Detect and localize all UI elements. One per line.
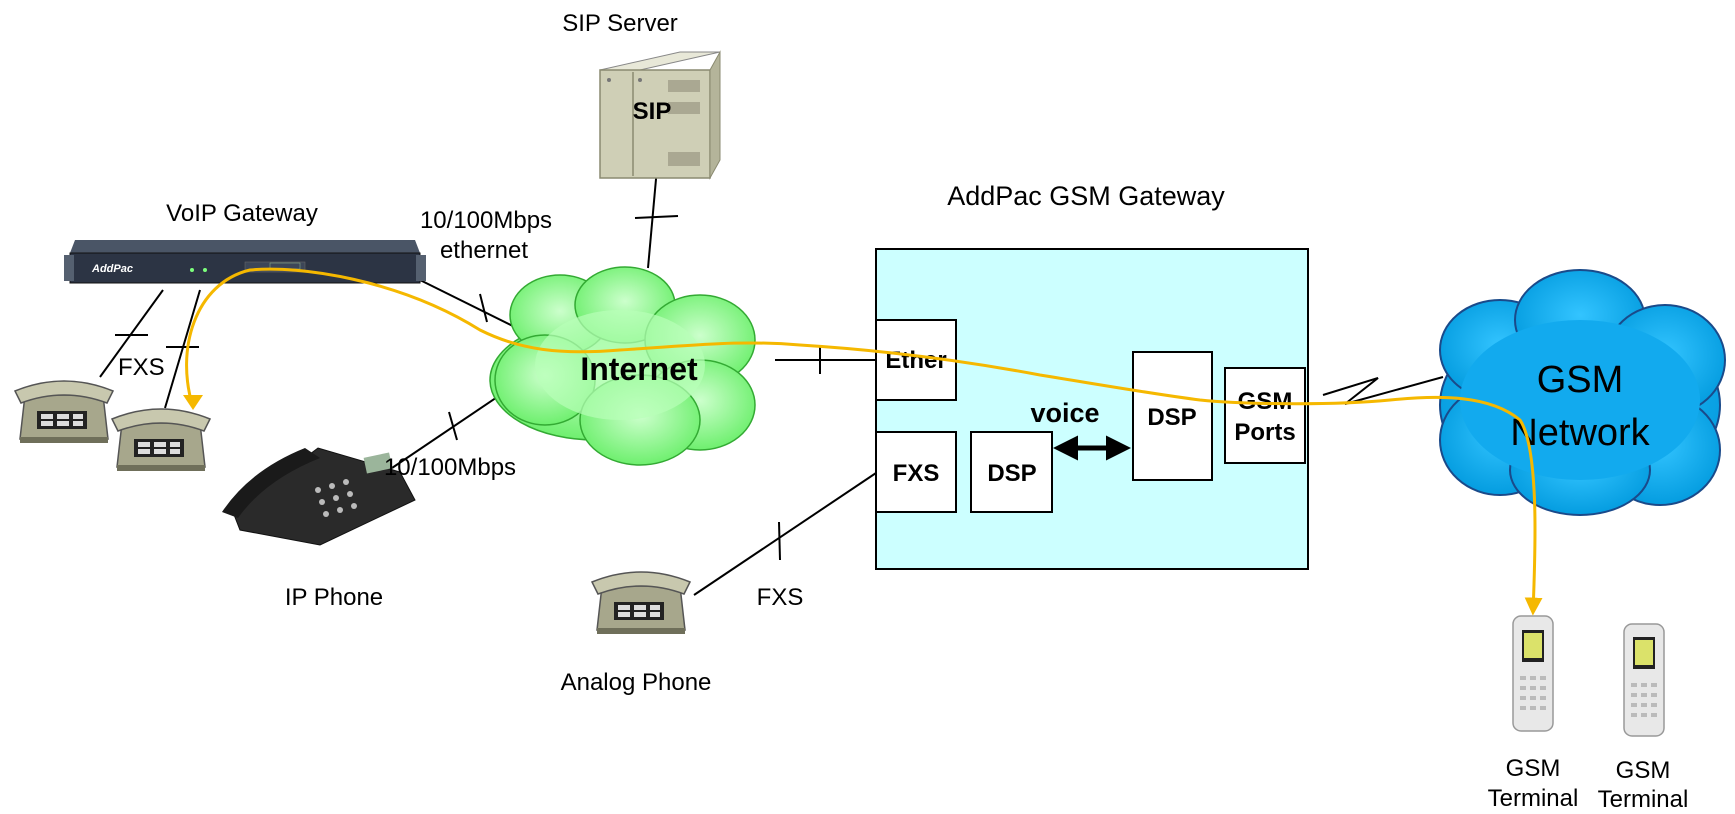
gateway-brand-logo: AddPac [91, 263, 133, 275]
ip-link-speed-label: 10/100Mbps [384, 454, 516, 481]
call-path [185, 267, 1543, 616]
fxs-left-label: FXS [118, 354, 165, 381]
gsm-terminal-2-line1: GSM [1616, 757, 1671, 784]
fxs-port-box [875, 431, 957, 513]
dsp-main-label: DSP [1147, 404, 1196, 431]
ethernet-label: ethernet [440, 237, 528, 264]
ethernet-speed-label: 10/100Mbps [420, 207, 552, 234]
call-path-start-arrowhead [183, 395, 203, 410]
gsm-terminal-2-icon [1623, 623, 1665, 737]
internet-label: Internet [580, 351, 698, 387]
gsm-radio-link [1322, 376, 1444, 405]
gsm-network-line2: Network [1510, 412, 1650, 454]
gsm-network-line1: GSM [1537, 359, 1624, 401]
gsm-network-cloud [1439, 269, 1726, 516]
analog-phone-2-icon [110, 408, 212, 471]
gsm-terminal-1-icon [1512, 615, 1554, 732]
analog-phone-label: Analog Phone [561, 669, 712, 696]
ip-phone-label: IP Phone [285, 584, 383, 611]
ether-label: Ether [885, 347, 946, 374]
voice-label: voice [1030, 398, 1099, 428]
gsm-ports-line2: Ports [1234, 419, 1295, 446]
ip-phone-icon [222, 447, 416, 546]
sip-server [599, 50, 721, 180]
gsm-ports-box [1224, 367, 1306, 464]
voip-gateway-label: VoIP Gateway [166, 200, 318, 227]
fxs-port-label: FXS [893, 460, 940, 487]
gsm-terminal-1-line1: GSM [1506, 755, 1561, 782]
voip-gateway-device: AddPac [64, 240, 426, 284]
analog-phone-bottom-icon [590, 571, 692, 634]
dsp-fxs-box [970, 431, 1053, 513]
analog-phone-1-icon [13, 380, 115, 443]
gsm-terminal-1-line2: Terminal [1488, 785, 1579, 812]
dsp-main-box [1132, 351, 1213, 481]
fxs-analog-label: FXS [757, 584, 804, 611]
sip-label: SIP [633, 98, 672, 125]
dsp-fxs-label: DSP [987, 460, 1036, 487]
sip-server-label: SIP Server [562, 10, 678, 37]
connection-lines [99, 167, 1225, 596]
gsm-gateway-title: AddPac GSM Gateway [947, 181, 1225, 211]
gsm-terminal-2-line2: Terminal [1598, 786, 1689, 813]
